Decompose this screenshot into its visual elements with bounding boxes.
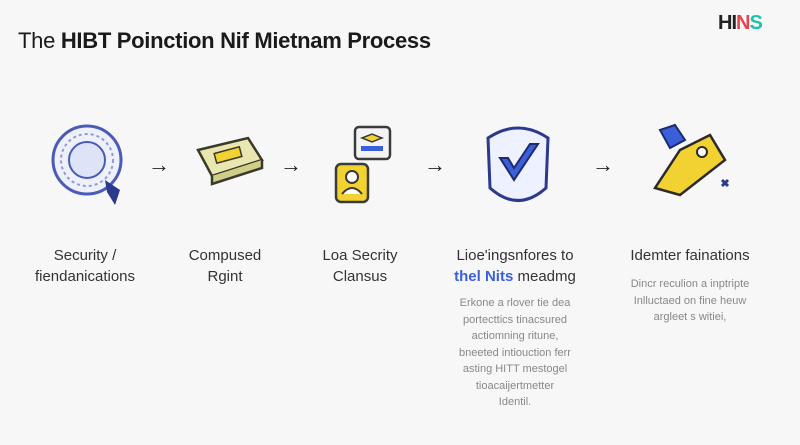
- arrow-right-icon: →: [424, 152, 446, 177]
- step-label: Compused Rgint: [135, 245, 315, 287]
- description-line: tioacaijertmetter: [475, 379, 555, 392]
- title-bold: HIBT Poinction Nif Mietnam Process: [60, 28, 431, 53]
- step-label-line: thel Nits meadmg: [425, 266, 605, 287]
- highlight-text: thel Nits: [454, 268, 514, 285]
- description-line: Identil.: [498, 396, 532, 408]
- step-label-line: Security /: [53, 247, 117, 264]
- title-prefix: The: [18, 28, 56, 53]
- step-label-text: meadmg: [513, 268, 576, 285]
- step-label-line: Compused: [188, 247, 262, 264]
- arrow-right-icon: →: [280, 152, 302, 177]
- description-line: argleet s witiei,: [653, 311, 727, 323]
- tag-icon: [653, 123, 730, 197]
- step-label-line: Lioe'ingsnfores to: [456, 247, 574, 264]
- step-label-line: Idemter fainations: [630, 247, 750, 264]
- arrow-right-icon: →: [592, 152, 614, 177]
- step-label-line: Rgint: [207, 268, 243, 285]
- checkmark-shield-icon: [486, 126, 550, 202]
- step-description: Erkone a rlover tie dea portecttics tina…: [425, 295, 605, 411]
- logo: HINS: [718, 12, 763, 35]
- logo-part: S: [749, 12, 762, 34]
- page-title: The HIBT Poinction Nif Mietnam Process: [18, 28, 431, 54]
- step-description: Dincr reculion a inptripte Inlluctaed on…: [600, 276, 780, 326]
- description-line: portecttics tinacsured: [463, 313, 567, 326]
- logo-part: N: [736, 12, 750, 34]
- shield-clock-icon: [51, 124, 123, 205]
- step-label: Lioe'ingsnfores to thel Nits meadmg: [425, 245, 605, 287]
- id-badge-icon: [334, 125, 392, 204]
- step-label-line: Clansus: [332, 268, 388, 285]
- step-label-line: fiendanications: [34, 268, 136, 285]
- logo-part: HI: [718, 12, 737, 34]
- description-line: asting HITT mestogel: [462, 363, 568, 375]
- step-label: Security / fiendanications: [0, 245, 175, 287]
- step-label: Loa Secrity Clansus: [270, 245, 450, 287]
- description-line: Inlluctaed on fine heuw: [633, 294, 747, 307]
- step-label: Idemter fainations: [600, 245, 780, 266]
- step-label-line: Loa Secrity: [322, 247, 398, 264]
- description-line: Erkone a rlover tie dea: [459, 297, 571, 309]
- description-line: bneeted intiouction ferr: [459, 346, 571, 359]
- description-line: Dincr reculion a inptripte: [630, 278, 750, 290]
- description-line: actiomning ritune,: [471, 330, 559, 342]
- arrow-right-icon: →: [148, 152, 170, 177]
- ticket-icon: [196, 136, 264, 186]
